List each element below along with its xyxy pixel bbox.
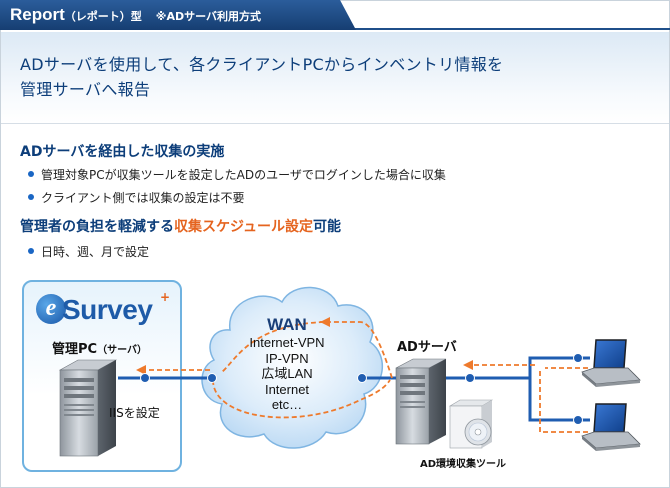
- laptop-icon: [581, 339, 641, 387]
- report-flow-arrows: [138, 321, 588, 433]
- logo-e-mark: e: [36, 294, 66, 324]
- header-tab: Report（レポート）型 ※ADサーバ利用方式: [0, 0, 356, 30]
- bullet-text: 日時、週、月で設定: [41, 245, 150, 259]
- logo-word: Survey: [62, 294, 153, 325]
- heading2-pre: 管理者の負担を軽減する: [20, 219, 174, 235]
- bullet-text: 管理対象PCが収集ツールを設定したADのユーザでログインした場合に収集: [41, 168, 446, 182]
- heading2-post: 可能: [313, 219, 342, 235]
- header-note: ※ADサーバ利用方式: [155, 10, 262, 23]
- junction-dots: [140, 353, 583, 425]
- point-bullet: 日時、週、月で設定: [28, 243, 149, 260]
- ad-tool-label: AD環境収集ツール: [420, 459, 507, 470]
- cloud-icon: [201, 286, 384, 449]
- wan-label-group: WAN Internet-VPN IP-VPN 広域LAN Internet e…: [212, 315, 362, 413]
- ad-server-label: ADサーバ: [397, 340, 457, 355]
- laptop-icon: [581, 403, 641, 451]
- iis-label: IISを設定: [109, 406, 160, 420]
- bullet-dot-icon: [28, 171, 34, 177]
- header-bar: Report（レポート）型 ※ADサーバ利用方式: [0, 0, 670, 30]
- header-title-paren: （レポート）型: [64, 10, 142, 23]
- pc-label-sub: （サーバ）: [97, 345, 147, 356]
- wan-line: IP-VPN: [265, 350, 309, 366]
- management-pc-label: 管理PC（サーバ）: [52, 338, 147, 357]
- wan-title: WAN: [267, 315, 307, 334]
- bullet-dot-icon: [28, 248, 34, 254]
- headline-line-1: ADサーバを使用して、各クライアントPCからインベントリ情報を: [20, 55, 504, 74]
- bullet-text: クライアント側では収集の設定は不要: [41, 191, 245, 205]
- bullet-dot-icon: [28, 194, 34, 200]
- header-title: Report: [10, 5, 65, 24]
- point-bullet: クライアント側では収集の設定は不要: [28, 189, 245, 206]
- wan-line: Internet-VPN: [249, 335, 325, 350]
- wan-line: 広域LAN: [261, 366, 313, 381]
- point-bullet: 管理対象PCが収集ツールを設定したADのユーザでログインした場合に収集: [28, 166, 446, 183]
- pc-label-text: 管理PC: [52, 342, 98, 357]
- point-heading-2: 管理者の負担を軽減する収集スケジュール設定可能: [20, 216, 341, 236]
- server-icon: [395, 358, 447, 445]
- network-link: [118, 356, 590, 422]
- headline-line-2: 管理サーバへ報告: [20, 80, 151, 99]
- headline-band: ADサーバを使用して、各クライアントPCからインベントリ情報を 管理サーバへ報告: [1, 32, 669, 124]
- wan-line: etc…: [271, 397, 303, 412]
- wan-line: Internet: [264, 381, 310, 397]
- arrow-heads: [136, 317, 473, 375]
- point-heading-1: ADサーバを経由した収集の実施: [20, 144, 225, 160]
- logo-plus: +: [160, 290, 171, 304]
- heading2-highlight: 収集スケジュール設定: [174, 219, 314, 235]
- esurvey-logo: e Survey +: [36, 290, 176, 334]
- cd-box-icon: [448, 399, 494, 449]
- server-icon: [58, 359, 118, 457]
